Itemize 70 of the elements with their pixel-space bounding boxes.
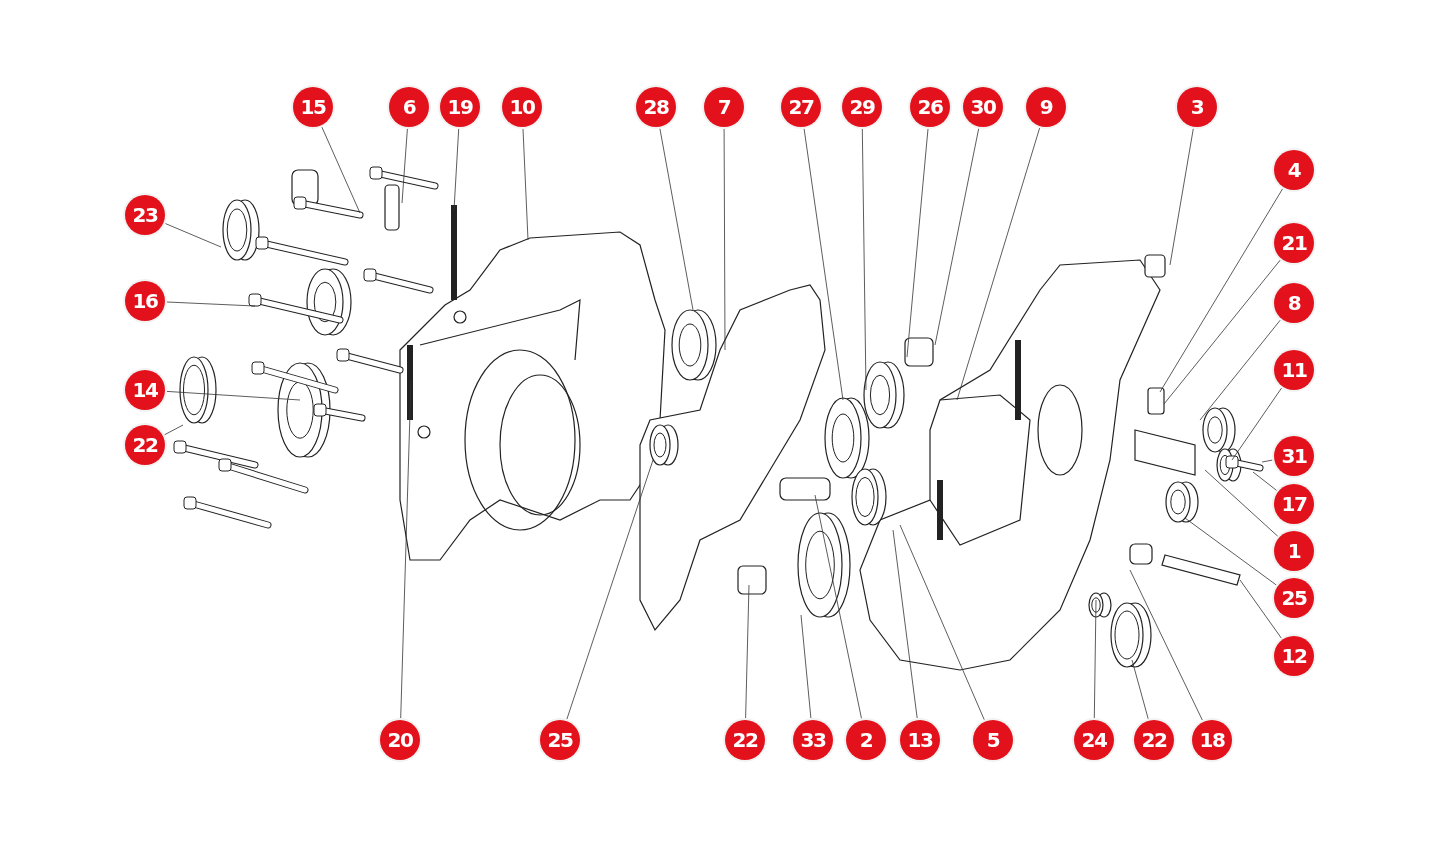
callout-number: 12 [1274,636,1314,676]
leader-line [1199,319,1281,421]
callout-number: 16 [125,281,165,321]
callout-number: 14 [125,370,165,410]
leader-line [401,128,408,204]
leader-line [522,128,529,241]
callout-number: 18 [1192,720,1232,760]
leader-line [1131,659,1149,720]
leader-line [400,379,412,719]
callout-number: 15 [293,87,333,127]
callout-number: 23 [125,195,165,235]
callout-number: 1 [1274,531,1314,571]
leader-line [1159,188,1283,393]
callout-number: 25 [540,720,580,760]
callout-number: 26 [910,87,950,127]
callout-number: 25 [1274,578,1314,618]
leader-line [892,529,918,719]
leader-line [906,128,929,358]
callout-number: 21 [1274,223,1314,263]
callout-number: 10 [502,87,542,127]
leader-line [1261,459,1273,463]
leader-line [814,494,862,719]
leader-line [723,128,726,351]
callout-number: 2 [846,720,886,760]
leader-line [1129,569,1203,721]
leader-line [166,301,256,307]
callout-number: 4 [1274,150,1314,190]
leader-line [803,128,844,401]
callout-number: 30 [963,87,1003,127]
callout-number: 7 [704,87,744,127]
leader-line [1231,387,1282,461]
leader-line [164,223,222,248]
leader-line [566,459,654,720]
leader-line [861,128,867,391]
leader-line [164,424,184,436]
callout-number: 27 [781,87,821,127]
callout-number: 19 [440,87,480,127]
callout-number: 31 [1274,436,1314,476]
callout-number: 9 [1026,87,1066,127]
callout-number: 28 [636,87,676,127]
callout-number: 22 [725,720,765,760]
leader-line [321,126,361,214]
leader-line [166,391,301,401]
callout-number: 8 [1274,283,1314,323]
callout-number: 20 [380,720,420,760]
callout-number: 5 [973,720,1013,760]
callout-number: 6 [389,87,429,127]
leader-line [1184,517,1277,586]
callout-number: 33 [793,720,833,760]
callout-number: 22 [1134,720,1174,760]
leader-line [453,128,460,211]
leader-line [1163,259,1281,405]
callout-number: 22 [125,425,165,465]
leader-line [1252,471,1278,491]
leader-line [800,614,812,719]
leader-line [659,128,694,311]
leader-line [1204,469,1279,537]
leader-line [1169,128,1194,266]
callout-number: 24 [1074,720,1114,760]
callout-number: 17 [1274,484,1314,524]
leader-line [1093,599,1097,719]
callout-number: 13 [900,720,940,760]
leader-line [1239,579,1282,639]
leader-line [934,128,980,346]
callout-number: 29 [842,87,882,127]
leader-line [745,584,750,719]
callout-number: 11 [1274,350,1314,390]
leader-line [899,524,985,721]
leader-line [956,127,1040,401]
callout-number: 3 [1177,87,1217,127]
